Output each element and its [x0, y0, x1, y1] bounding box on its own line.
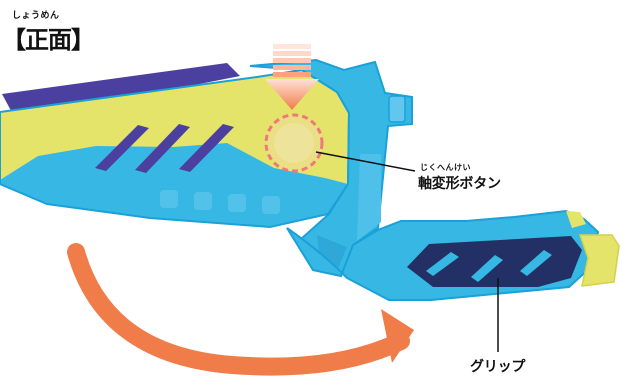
device-lower-grip [286, 209, 620, 301]
grip-callout: グリップ [470, 356, 525, 376]
upper-stripe-3 [179, 124, 234, 172]
transform-button-ruby: じくへんけい [420, 163, 471, 172]
upper-stripe-2 [135, 124, 190, 173]
section-title: しょうめん 【正面】 [2, 8, 95, 56]
upper-stripe-1 [95, 125, 149, 171]
transform-button-highlight [264, 113, 324, 173]
transform-button-callout: じくへんけい 軸変形ボタン [418, 162, 501, 193]
rotation-arrow-head [381, 309, 414, 363]
grip-ridge-3 [426, 252, 459, 276]
rotation-arrow [67, 243, 410, 376]
title-ruby: しょうめん [12, 11, 60, 21]
grip-label: グリップ [470, 359, 526, 375]
transform-button-label: 軸変形ボタン [418, 176, 501, 192]
press-arrow [265, 44, 319, 110]
grip-ridge-2 [520, 250, 552, 276]
title-text: 【正面】 [2, 26, 95, 54]
transform-button-leader [315, 151, 416, 172]
grip-ridge-1 [471, 255, 503, 282]
device-upper-body [0, 63, 351, 229]
